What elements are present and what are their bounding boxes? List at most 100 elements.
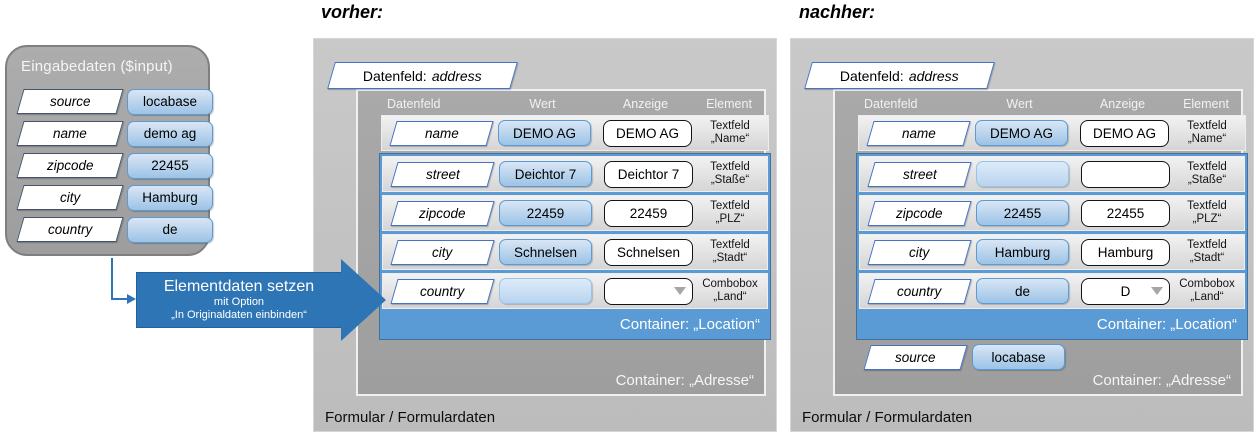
field-parallelogram: name (389, 120, 494, 146)
value-label: 22455 (151, 158, 189, 173)
wert-chip (499, 278, 592, 304)
wert-value: DEMO AG (512, 125, 576, 141)
input-row-zipcode: zipcode 22455 (16, 152, 213, 179)
anzeige-textfield: 22455 (1081, 199, 1170, 227)
wert-chip: DEMO AG (975, 120, 1068, 146)
anzeige-combobox (604, 277, 693, 305)
input-box-title: Eingabedaten ($input) (21, 58, 173, 75)
connector-arrowhead-icon (127, 294, 136, 304)
nachher-title: nachher: (799, 2, 876, 22)
wert-chip: DEMO AG (498, 120, 591, 146)
anzeige-value: D (1120, 283, 1131, 299)
field-label: country (897, 283, 942, 299)
vorher-title: vorher: (321, 2, 384, 22)
datenfeld-tab: Datenfeld: address (804, 62, 995, 89)
element-label: Combobox „Land“ (702, 278, 758, 303)
form-data-panel: Datenfeld Wert Anzeige Element name DEMO… (356, 89, 771, 396)
wert-chip: 22455 (976, 200, 1069, 226)
wert-value: 22455 (1003, 205, 1042, 221)
table-header: Datenfeld Wert Anzeige Element (857, 94, 1245, 113)
tab-label: Datenfeld: (840, 67, 904, 84)
anzeige-textfield: DEMO AG (603, 119, 692, 147)
header-datenfeld: Datenfeld (387, 96, 441, 111)
anzeige-textfield: Hamburg (1081, 238, 1170, 266)
panel-footer-label: Formular / Formulardaten (802, 409, 973, 426)
field-parallelogram: country (867, 278, 972, 304)
element-label: Textfeld „PLZ“ (1187, 200, 1227, 225)
wert-chip: de (976, 278, 1069, 304)
anzeige-value: Deichtor 7 (617, 166, 680, 182)
field-label: source (895, 349, 936, 365)
table-row-zipcode: zipcode 22455 22455 Textfeld „PLZ“ (859, 195, 1245, 231)
connector-line-horizontal (111, 298, 128, 300)
anzeige-value: 22455 (1106, 205, 1145, 221)
field-parallelogram: name (16, 121, 124, 146)
field-label: street (425, 166, 460, 182)
tab-value: address (909, 67, 959, 84)
form-data-panel: Datenfeld Wert Anzeige Element name DEMO… (833, 89, 1248, 396)
anzeige-combobox: D (1081, 277, 1170, 305)
value-chip: Hamburg (127, 184, 213, 211)
field-parallelogram: source (863, 344, 968, 370)
table-row-city: city Hamburg Hamburg Textfeld „Stadt“ (859, 234, 1245, 270)
tab-value: address (432, 67, 482, 84)
table-row-zipcode: zipcode 22459 22459 Textfeld „PLZ“ (382, 195, 768, 231)
field-parallelogram: country (390, 278, 495, 304)
element-label: Combobox „Land“ (1179, 278, 1235, 303)
field-parallelogram: city (390, 239, 495, 265)
panel-footer-label: Formular / Formulardaten (325, 409, 496, 426)
field-label: source (49, 94, 91, 109)
field-label: city (909, 244, 930, 260)
field-parallelogram: source (16, 89, 124, 114)
input-row-country: country de (16, 216, 213, 243)
field-label: zipcode (46, 158, 94, 173)
field-parallelogram: street (390, 161, 495, 187)
tab-label: Datenfeld: (363, 67, 427, 84)
connector-line-vertical (111, 258, 113, 299)
field-label: zipcode (896, 205, 943, 221)
wert-value: DEMO AG (989, 125, 1053, 141)
wert-value: de (1014, 283, 1031, 299)
input-data-box: Eingabedaten ($input) source locabase na… (5, 45, 213, 256)
field-label: street (902, 166, 937, 182)
input-row-name: name demo ag (16, 120, 213, 147)
action-arrow-subtitle: mit Option (213, 296, 265, 308)
table-row-name: name DEMO AG DEMO AG Textfeld „Name“ (858, 115, 1246, 151)
value-label: locabase (991, 349, 1046, 365)
table-row-country: country Combobox „Land“ (382, 273, 768, 309)
wert-chip: Deichtor 7 (499, 161, 592, 187)
header-wert: Wert (1006, 96, 1033, 111)
element-label: Textfeld „Stadt“ (1187, 239, 1227, 264)
element-label: Textfeld „Name“ (710, 120, 750, 145)
adresse-container-label: Container: „Adresse“ (615, 372, 754, 389)
location-container: street Deichtor 7 Deichtor 7 Textfeld „S… (379, 153, 771, 340)
element-label: Textfeld „Stadt“ (710, 239, 750, 264)
location-container-label: Container: „Location“ (619, 316, 760, 333)
field-parallelogram: country (16, 217, 124, 242)
table-row-name: name DEMO AG DEMO AG Textfeld „Name“ (381, 115, 769, 151)
action-arrow-title: Elementdaten setzen (163, 278, 315, 295)
field-label: country (420, 283, 465, 299)
value-label: locabase (142, 94, 198, 109)
anzeige-textfield (1081, 160, 1170, 188)
value-label: de (162, 222, 178, 237)
field-label: zipcode (419, 205, 466, 221)
panel-nachher: Datenfeld: address Datenfeld Wert Anzeig… (790, 38, 1254, 432)
dropdown-arrow-icon (674, 286, 686, 295)
value-label: demo ag (143, 126, 197, 141)
value-chip: de (127, 216, 213, 243)
wert-chip: 22459 (499, 200, 592, 226)
field-label: name (901, 125, 936, 141)
header-wert: Wert (529, 96, 556, 111)
anzeige-textfield: DEMO AG (1080, 119, 1169, 147)
value-chip: demo ag (127, 120, 213, 147)
header-datenfeld: Datenfeld (864, 96, 918, 111)
wert-value: Hamburg (994, 244, 1051, 260)
field-parallelogram: zipcode (390, 200, 495, 226)
field-parallelogram: city (16, 185, 124, 210)
field-label: name (53, 126, 87, 141)
action-arrow-head-icon (341, 259, 386, 341)
table-row-country: country de D Combobox „Land“ (859, 273, 1245, 309)
action-arrow-option: „In Originaldaten einbinden“ (171, 309, 307, 321)
anzeige-value: Schnelsen (616, 244, 681, 260)
